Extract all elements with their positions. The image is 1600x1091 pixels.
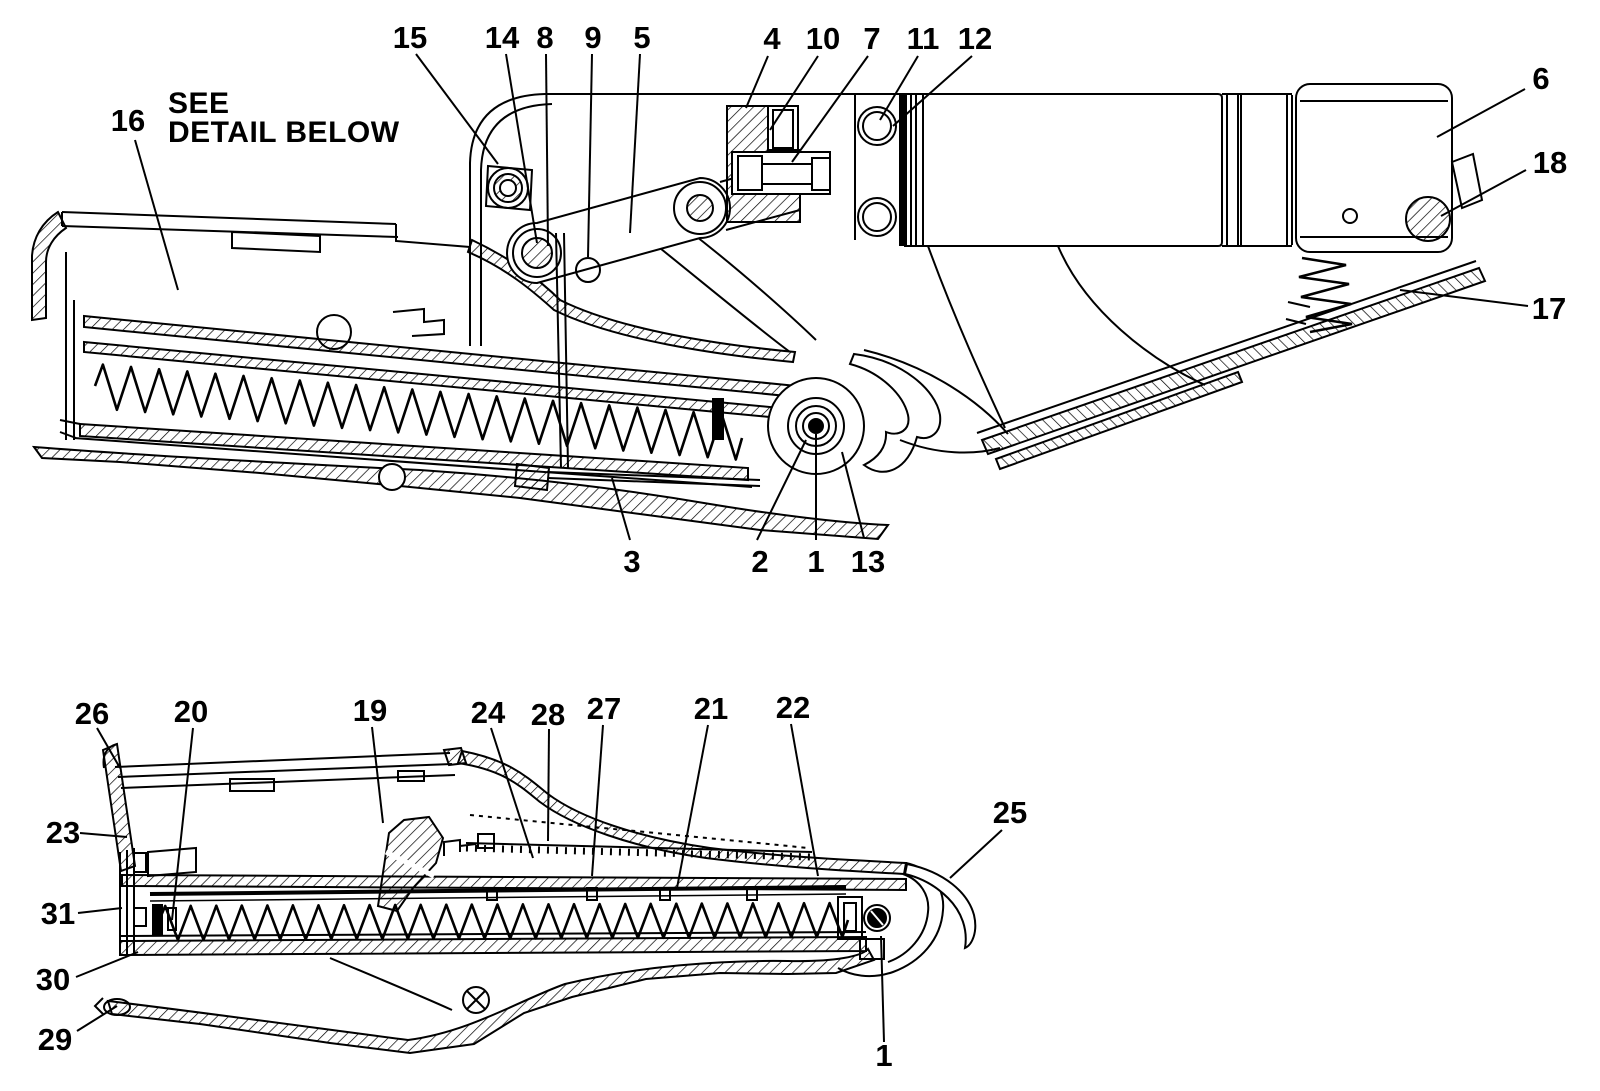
leader-9: [588, 54, 592, 257]
hook-lever: [850, 354, 940, 472]
detail-leader-lines: [76, 724, 1002, 1042]
leader-3: [612, 478, 630, 540]
part-label-20: 20: [174, 694, 208, 729]
part-label-31: 31: [41, 896, 75, 931]
lower-arm: [34, 447, 888, 539]
leader-24: [491, 728, 533, 858]
leader-10: [770, 56, 818, 130]
hook-25: [905, 864, 975, 948]
part-label-24: 24: [471, 695, 506, 730]
leader-4: [746, 56, 768, 108]
part-label-10: 10: [806, 21, 840, 56]
part-label-5: 5: [633, 20, 650, 55]
main-figure: [32, 54, 1528, 540]
leader-7: [792, 56, 868, 162]
part-label-16: 16: [111, 103, 145, 138]
detail-figure-labels: 26 20 19 24 28 27 21 22 25 23 31 30 29 1: [36, 690, 1027, 1073]
detail-internals: [120, 817, 906, 955]
leader-15: [416, 54, 498, 164]
part-label-30: 30: [36, 962, 70, 997]
leader-12: [893, 56, 972, 126]
part-label-26: 26: [75, 696, 109, 731]
part-label-21: 21: [694, 691, 728, 726]
phillips-screw: [463, 987, 489, 1013]
main-figure-labels: 15 14 8 9 5 4 10 7 11 12 16 6 18 17 3 2 …: [111, 20, 1567, 579]
detail-bottom-rail: [120, 897, 890, 959]
part-label-19: 19: [353, 693, 387, 728]
leader-18: [1441, 170, 1526, 216]
see-detail-note-line2: DETAIL BELOW: [168, 116, 400, 149]
part-label-2: 2: [751, 544, 768, 579]
main-leader-lines: [135, 54, 1528, 540]
part-label-7: 7: [863, 21, 880, 56]
detail-figure: [76, 724, 1002, 1053]
leader-23: [80, 833, 127, 837]
part-label-25: 25: [993, 795, 1027, 830]
cylinder-body: [899, 94, 1292, 246]
screw-18: [1406, 197, 1450, 241]
detail-lower-arm: [95, 949, 874, 1053]
leader-31: [78, 908, 122, 913]
leader-28: [548, 729, 549, 841]
part-label-8: 8: [536, 20, 553, 55]
leader-6: [1437, 89, 1525, 137]
leader-17: [1400, 290, 1528, 306]
leader-13: [842, 452, 864, 538]
leader-11: [880, 56, 918, 120]
leader-19: [372, 727, 383, 823]
leader-20: [172, 728, 193, 920]
leader-22: [791, 724, 818, 876]
part-label-17: 17: [1532, 291, 1566, 326]
end-block-assembly: [928, 84, 1485, 469]
part-label-23: 23: [46, 815, 80, 850]
part-label-13: 13: [851, 544, 885, 579]
leader-8: [546, 54, 548, 246]
leader-25: [950, 830, 1002, 878]
part-label-4: 4: [763, 21, 781, 56]
part-label-22: 22: [776, 690, 810, 725]
base-plate: [982, 268, 1485, 454]
leader-26: [97, 728, 120, 768]
part-label-27: 27: [587, 691, 621, 726]
leader-1b: [881, 936, 884, 1042]
part-label-28: 28: [531, 697, 565, 732]
pivot-boss: [768, 350, 1008, 474]
head-assembly: [470, 94, 905, 468]
part-label-6: 6: [1532, 61, 1549, 96]
leader-27: [592, 725, 603, 876]
leader-30: [76, 952, 138, 977]
leader-2: [757, 440, 806, 540]
leader-14: [506, 54, 537, 243]
see-detail-note-line1: SEE: [168, 87, 230, 120]
part-label-1: 1: [807, 544, 824, 579]
magazine-spring: [95, 365, 742, 460]
part-label-12: 12: [958, 21, 992, 56]
part-label-3: 3: [623, 544, 640, 579]
leader-5: [630, 54, 640, 233]
part-label-15: 15: [393, 20, 427, 55]
part-label-29: 29: [38, 1022, 72, 1057]
part-label-11: 11: [907, 21, 940, 56]
part-label-14: 14: [485, 20, 520, 55]
leader-16: [135, 140, 178, 290]
part-label-9: 9: [584, 20, 601, 55]
part-label-18: 18: [1533, 145, 1567, 180]
leader-21: [677, 725, 708, 888]
part-label-1b: 1: [875, 1038, 892, 1073]
leader-29: [77, 1006, 117, 1031]
